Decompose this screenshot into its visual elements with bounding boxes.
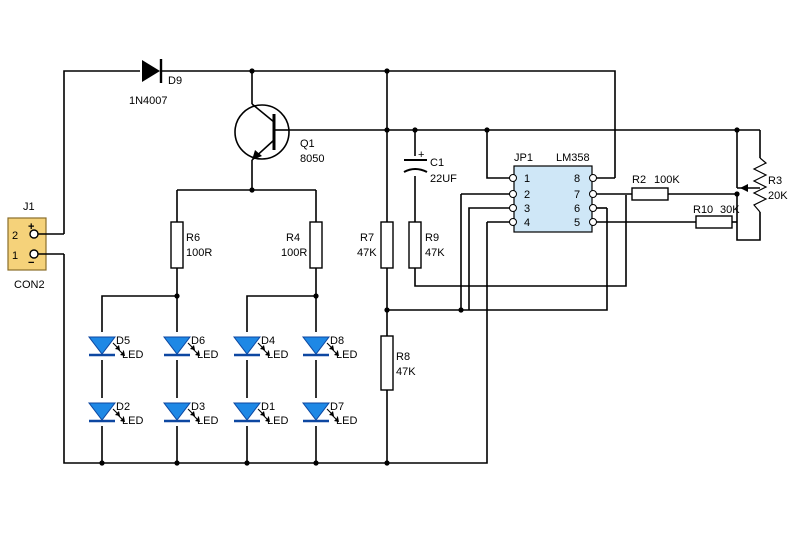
resistor-r4: R4 100R xyxy=(281,221,323,269)
resistor-r9-ref: R9 xyxy=(425,232,439,244)
plus-sign: + xyxy=(28,221,34,233)
resistor-r10: R10 30K xyxy=(693,204,740,229)
diode-d9-ref: D9 xyxy=(168,75,182,87)
led-symbol xyxy=(87,402,117,421)
ic-pin-8: 8 xyxy=(574,173,580,185)
capacitor-c1-value: 22UF xyxy=(430,173,457,185)
resistor-r9-value: 47K xyxy=(425,247,445,259)
junction-dots xyxy=(99,68,740,466)
ic-pin-2: 2 xyxy=(524,189,530,201)
ic-lm358: JP1 LM358 1 2 3 4 5 6 7 8 xyxy=(509,152,597,233)
ic-pin-5: 5 xyxy=(574,217,580,229)
resistor-r2: R2 100K xyxy=(631,174,680,201)
ic-body xyxy=(513,165,593,233)
led-ref: D3 xyxy=(191,401,205,413)
ic-value: LM358 xyxy=(556,152,590,164)
resistor-r6-ref: R6 xyxy=(186,232,200,244)
led-symbol xyxy=(301,402,331,421)
led-symbol xyxy=(232,336,262,355)
resistor-r4-value: 100R xyxy=(281,247,307,259)
transistor-q1: Q1 8050 xyxy=(234,103,324,165)
resistor-r3-ref: R3 xyxy=(768,175,782,187)
led-value: LED xyxy=(336,415,357,427)
resistor-r7-ref: R7 xyxy=(360,232,374,244)
resistor-r2-ref: R2 xyxy=(632,174,646,186)
diode-d9-value: 1N4007 xyxy=(129,95,168,107)
connector-body xyxy=(7,217,47,271)
connector-name: CON2 xyxy=(14,279,45,291)
led-ref: D6 xyxy=(191,335,205,347)
resistor-r2-value: 100K xyxy=(654,174,680,186)
connector-pin2-label: 2 xyxy=(12,230,18,242)
resistor-r6-value: 100R xyxy=(186,247,212,259)
resistor-r4-ref: R4 xyxy=(286,232,300,244)
resistor-r7: R7 47K xyxy=(357,221,394,269)
led-symbol xyxy=(301,336,331,355)
capacitor-plus: + xyxy=(418,149,424,161)
led-value: LED xyxy=(122,415,143,427)
ic-pin-3: 3 xyxy=(524,203,530,215)
resistor-r3-value: 20K xyxy=(768,190,788,202)
led-value: LED xyxy=(122,349,143,361)
led-symbol xyxy=(87,336,117,355)
ic-pin-1: 1 xyxy=(524,173,530,185)
resistor-r8: R8 47K xyxy=(380,335,416,391)
ic-pin-7: 7 xyxy=(574,189,580,201)
resistor-r6: R6 100R xyxy=(170,221,212,269)
ic-ref: JP1 xyxy=(514,152,533,164)
resistor-r10-ref: R10 xyxy=(693,204,713,216)
ic-pin-6: 6 xyxy=(574,203,580,215)
led-value: LED xyxy=(197,415,218,427)
capacitor-c1-ref: C1 xyxy=(430,157,444,169)
resistor-r8-ref: R8 xyxy=(396,351,410,363)
led-symbol xyxy=(232,402,262,421)
connector-pin1-label: 1 xyxy=(12,250,18,262)
led-ref: D8 xyxy=(330,335,344,347)
resistor-r10-value: 30K xyxy=(720,204,740,216)
led-ref: D7 xyxy=(330,401,344,413)
resistor-r8-value: 47K xyxy=(396,366,416,378)
connector-j1: J1 2 1 + − CON2 xyxy=(7,201,64,291)
diode-d9-triangle xyxy=(142,60,160,82)
led-value: LED xyxy=(267,349,288,361)
led-value: LED xyxy=(267,415,288,427)
led-ref: D5 xyxy=(116,335,130,347)
led-ref: D1 xyxy=(261,401,275,413)
capacitor-c1: + C1 22UF xyxy=(403,149,457,185)
transistor-q1-ref: Q1 xyxy=(300,138,315,150)
transistor-q1-value: 8050 xyxy=(300,153,324,165)
resistor-r9: R9 47K xyxy=(408,221,445,269)
minus-sign: − xyxy=(28,257,34,269)
led-symbol xyxy=(162,336,192,355)
led-value: LED xyxy=(197,349,218,361)
resistor-r7-value: 47K xyxy=(357,247,377,259)
connector-ref: J1 xyxy=(23,201,35,213)
resistor-r3: R3 20K xyxy=(740,157,788,213)
led-ref: D4 xyxy=(261,335,275,347)
diode-d9: D9 1N4007 xyxy=(129,59,182,107)
ic-pin-4: 4 xyxy=(524,217,530,229)
led-value: LED xyxy=(336,349,357,361)
wiring xyxy=(63,70,761,464)
led-symbol xyxy=(162,402,192,421)
led-ref: D2 xyxy=(116,401,130,413)
